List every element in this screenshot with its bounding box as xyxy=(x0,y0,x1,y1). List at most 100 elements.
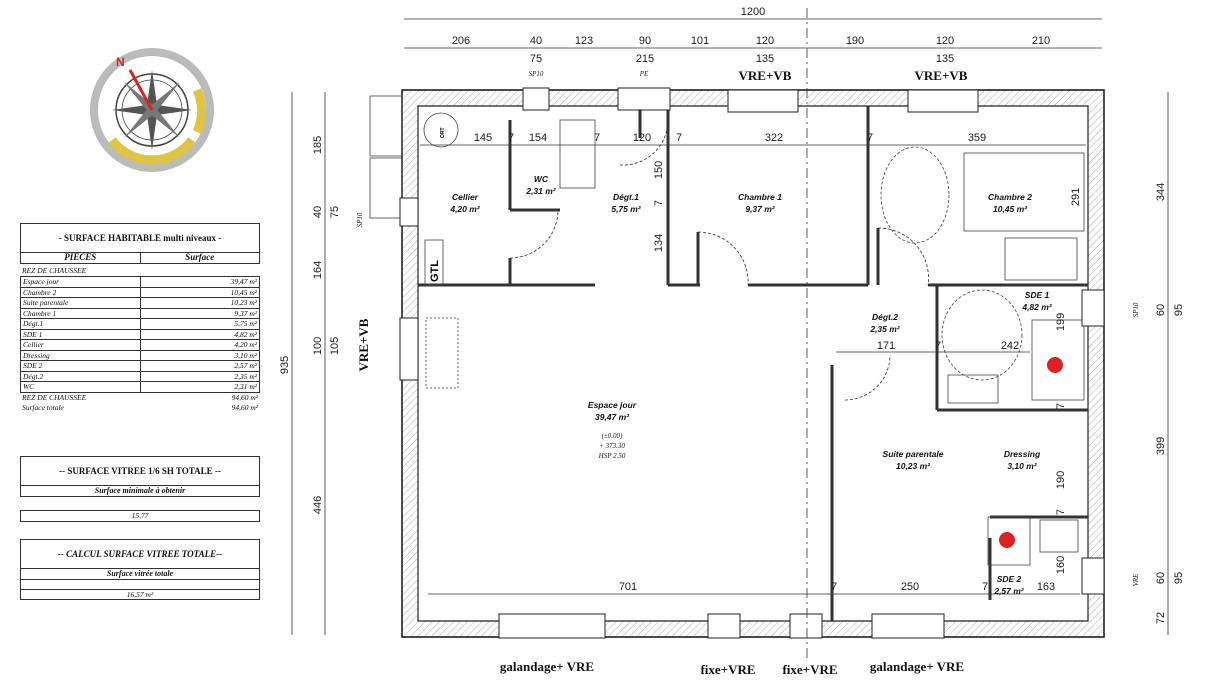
opening-label: fixe+VRE xyxy=(782,662,837,677)
dim-inner: 242 xyxy=(1001,340,1019,352)
dim-top-total: 1200 xyxy=(741,6,765,18)
table-title: - SURFACE HABITABLE multi niveaux - xyxy=(58,233,222,243)
vitree-min-subtitle-row: Surface minimale à obtenir xyxy=(21,485,259,496)
dim-inner: 150 xyxy=(653,161,665,179)
room-area: 2,57 m² xyxy=(993,586,1024,596)
room-name: WC xyxy=(534,174,549,184)
dim-inner: 7 xyxy=(653,200,665,206)
vitree-calc-subtitle-row: Surface vitrée totale xyxy=(21,568,259,579)
dim-inner: 163 xyxy=(1037,581,1055,593)
dim-inner: 7 xyxy=(935,340,941,352)
room-area: 4,20 m² xyxy=(449,204,480,214)
dim-right-sub: 95 xyxy=(1173,572,1185,584)
dim-top-sub: 135 xyxy=(936,53,954,65)
piece-name: Dégt.2 xyxy=(23,371,44,381)
level-info: (±0.00) xyxy=(602,432,623,440)
piece-name: Chambre 1 xyxy=(23,308,57,318)
room-name: Dressing xyxy=(1004,449,1041,459)
piece-name: Espace jour xyxy=(23,277,60,286)
dim-inner: 160 xyxy=(1055,556,1067,574)
dim-top: 120 xyxy=(936,35,954,47)
dim-left-sub: 105 xyxy=(329,337,341,355)
opening-label: PE xyxy=(639,70,649,78)
piece-name: Dressing xyxy=(23,350,50,360)
vitree-calc-table: -- CALCUL SURFACE VITREE TOTALE-- Surfac… xyxy=(20,539,260,600)
total-label: Surface totale xyxy=(22,402,64,412)
room-name: Dégt.2 xyxy=(872,312,898,322)
room-area: 5,75 m² xyxy=(611,204,641,214)
room-name: SDE 2 xyxy=(997,574,1022,584)
col-surface: Surface xyxy=(139,252,260,263)
room-area: 10,45 m² xyxy=(993,204,1028,214)
dim-top: 123 xyxy=(575,35,593,47)
dim-left-total: 935 xyxy=(279,356,291,374)
opening-label: VRE+VB xyxy=(915,68,968,83)
dim-top-sub: 215 xyxy=(636,53,654,65)
dim-right: 60 xyxy=(1155,304,1167,316)
dim-inner: 190 xyxy=(1055,471,1067,489)
dim-inner: 7 xyxy=(867,132,873,144)
room-area: 10,23 m² xyxy=(896,461,931,471)
level-info: HSP 2.50 xyxy=(598,452,626,460)
table-row: Chambre 1 9,37 m² xyxy=(21,307,260,318)
svg-text:N: N xyxy=(116,55,125,69)
opening-label: VRE xyxy=(1132,573,1140,587)
piece-surface: 39,47 m² xyxy=(139,277,260,287)
subtotal-label: REZ DE CHAUSSEE xyxy=(22,392,87,402)
windows xyxy=(399,87,1105,639)
col-pieces: PIECES xyxy=(64,252,97,262)
dim-right: 399 xyxy=(1155,437,1167,455)
piece-name: Chambre 2 xyxy=(23,287,57,297)
piece-surface: 9,37 m² xyxy=(139,308,260,318)
dim-top: 120 xyxy=(756,35,774,47)
opening-label: SP10 xyxy=(356,212,364,227)
dim-inner: 7 xyxy=(982,581,988,593)
level-label: REZ DE CHAUSSEE xyxy=(22,266,87,275)
dim-top: 206 xyxy=(452,35,470,47)
vitree-min-value: 15,77 xyxy=(20,510,260,522)
dim-left: 185 xyxy=(312,136,324,154)
dim-right: 72 xyxy=(1155,612,1167,624)
surface-habitable-table: - SURFACE HABITABLE multi niveaux - PIEC… xyxy=(20,223,260,264)
dim-inner: 7 xyxy=(1055,509,1067,515)
room-area: 2,35 m² xyxy=(869,324,900,334)
dim-left: 446 xyxy=(312,496,324,514)
dim-inner: 322 xyxy=(765,132,783,144)
room-name: Chambre 1 xyxy=(738,192,782,202)
vitree-calc-value: 16,57 m² xyxy=(126,589,154,599)
opening-label: galandage+ VRE xyxy=(500,659,594,674)
piece-name: Cellier xyxy=(23,340,44,349)
dim-inner: 120 xyxy=(633,132,651,144)
dim-left: 40 xyxy=(312,206,324,218)
surface-table-body: REZ DE CHAUSSEE Espace jour 39,47 m² Chamb… xyxy=(20,266,260,413)
room-name: Suite parentale xyxy=(883,449,944,459)
dim-inner: 199 xyxy=(1055,313,1067,331)
room-area: 3,10 m² xyxy=(1007,461,1037,471)
room-area: 39,47 m² xyxy=(595,412,630,422)
piece-name: SDE 2 xyxy=(23,361,43,370)
dim-inner: 7 xyxy=(508,132,514,144)
dim-inner: 7 xyxy=(594,132,600,144)
dim-inner: 7 xyxy=(1055,403,1067,409)
piece-name: Dégt.1 xyxy=(23,319,44,328)
dimension-lines xyxy=(291,8,1169,660)
opening-label: SP10 xyxy=(1132,302,1140,317)
dim-inner: 291 xyxy=(1070,188,1082,206)
compass-rose-icon: N xyxy=(90,48,214,172)
interior-walls xyxy=(418,106,1088,621)
dim-inner: 7 xyxy=(831,581,837,593)
room-name: Cellier xyxy=(452,192,479,202)
dim-top-sub: 75 xyxy=(530,53,542,65)
dim-inner: 250 xyxy=(901,581,919,593)
piece-surface: 4,20 m² xyxy=(139,340,260,350)
vitree-calc-value-row: 16,57 m² xyxy=(21,588,259,600)
piece-surface: 3,10 m² xyxy=(139,350,260,360)
room-area: 2,31 m² xyxy=(525,186,556,196)
water-heater-label: ORT xyxy=(440,127,446,138)
dim-left-sub: 75 xyxy=(329,206,341,218)
